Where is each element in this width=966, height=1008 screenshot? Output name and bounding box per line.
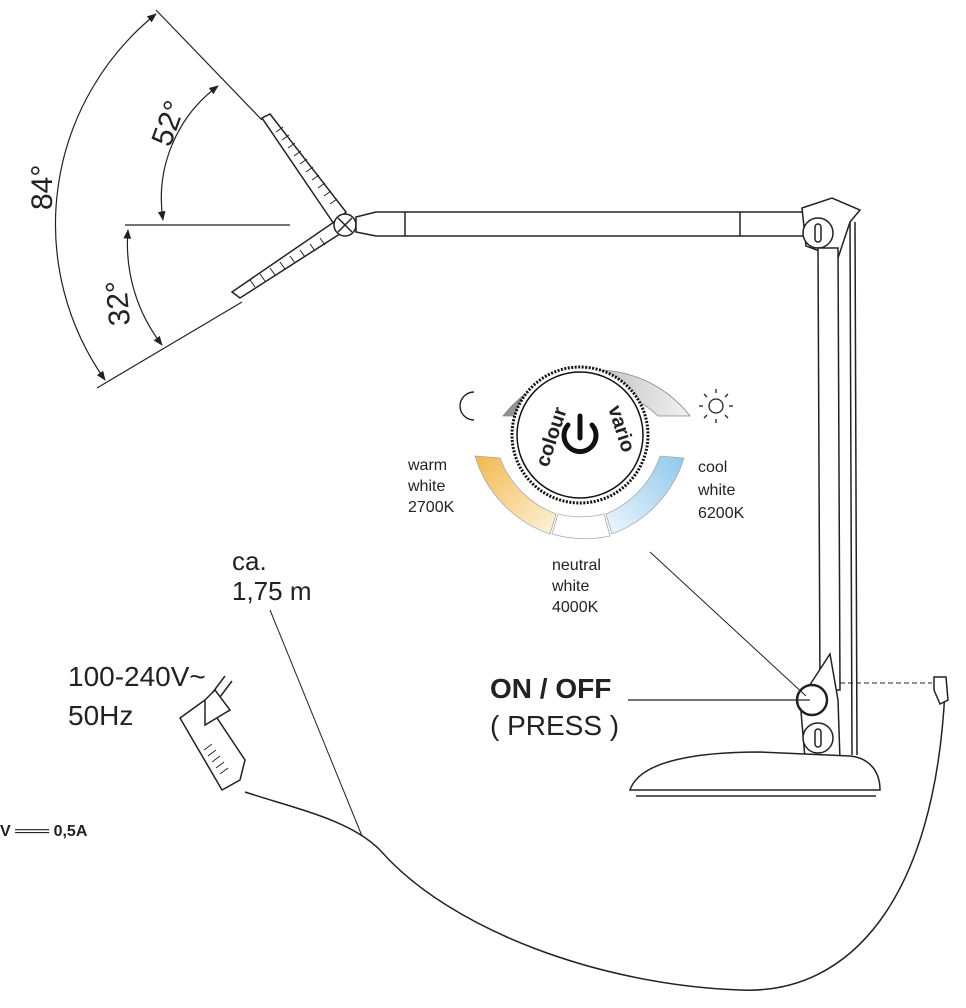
cool-white-line3: 6200K xyxy=(698,505,745,522)
control-dial xyxy=(459,365,733,540)
lamp-base xyxy=(628,751,881,791)
support-rod xyxy=(849,221,853,756)
lamp-head-upper-wing xyxy=(260,113,347,226)
cable-length-line1: ca. xyxy=(232,546,267,576)
lamp-head-lower-wing xyxy=(230,221,348,299)
warm-white-line2: white xyxy=(407,478,445,495)
cable-line xyxy=(244,689,946,991)
onoff-switch-group xyxy=(628,551,829,717)
vertical-arm xyxy=(817,247,841,691)
cool-white-segment xyxy=(605,455,685,535)
neutral-white-line1: neutral xyxy=(552,557,601,574)
power-adapter xyxy=(179,675,246,792)
cool-white-line2: white xyxy=(697,482,735,499)
cool-white-line1: cool xyxy=(698,459,727,476)
dial-leader xyxy=(649,551,807,697)
onoff-hint: ( PRESS ) xyxy=(490,710,619,741)
reference-line-top xyxy=(155,9,263,121)
moon-icon xyxy=(459,391,475,421)
arc-84 xyxy=(54,13,157,381)
neutral-white-segment xyxy=(551,513,611,540)
power-icon xyxy=(561,413,599,455)
adapter-pin-2 xyxy=(219,680,233,698)
adapter-voltage: 100-240V~ xyxy=(68,661,206,692)
cable-length-leader xyxy=(269,609,363,837)
onoff-label: ON / OFF xyxy=(490,673,611,704)
warm-white-segment xyxy=(474,455,557,535)
angle-dimensions xyxy=(54,9,290,389)
heatsink-fins xyxy=(249,126,338,288)
angle-up-label: 52° xyxy=(146,96,193,150)
sun-icon xyxy=(699,389,733,423)
adapter-output: V ═══ 0,5A xyxy=(0,823,88,840)
neutral-white-line3: 4000K xyxy=(552,599,599,616)
adapter-frequency: 50Hz xyxy=(68,700,133,731)
adapter-grille xyxy=(203,743,229,775)
dc-plug xyxy=(933,676,949,706)
upper-arm xyxy=(355,211,813,237)
warm-white-line3: 2700K xyxy=(408,499,455,516)
warm-white-line1: warm xyxy=(407,457,447,474)
cable-length-line2: 1,75 m xyxy=(232,576,312,606)
adapter-body xyxy=(179,698,246,792)
lamp-head xyxy=(230,113,357,299)
angle-down-label: 32° xyxy=(100,279,137,327)
arc-52 xyxy=(157,85,219,221)
adapter-pin-1 xyxy=(212,675,226,693)
neutral-white-line2: white xyxy=(551,578,589,595)
arc-32 xyxy=(123,229,163,346)
angle-total-label: 84° xyxy=(26,165,59,210)
power-cable xyxy=(244,609,949,991)
